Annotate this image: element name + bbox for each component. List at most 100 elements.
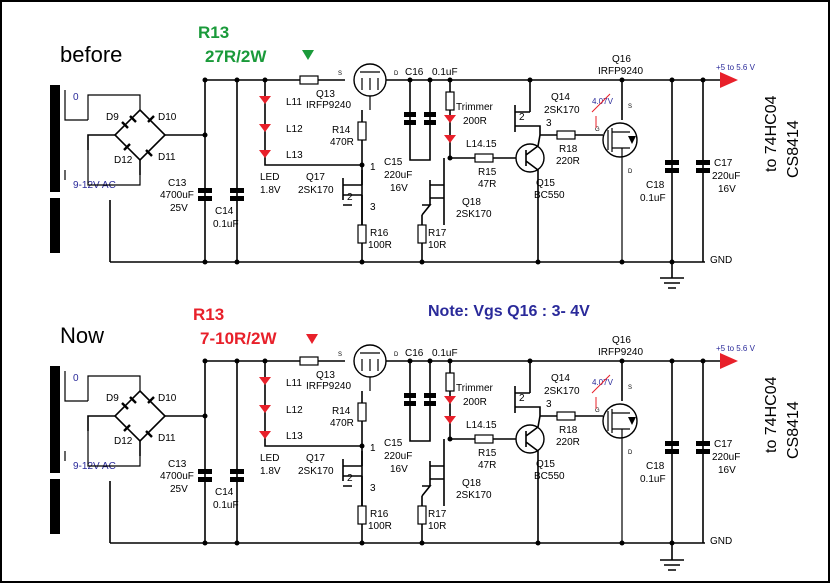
now-q14-pin2: 2: [519, 393, 525, 404]
before-l13-label: L13: [286, 150, 303, 161]
r14-resistor: [357, 121, 367, 141]
svg-text:S: S: [338, 352, 342, 358]
transformer-primary-bar: [50, 85, 60, 192]
before-d10-label: D10: [158, 112, 177, 123]
before-r15-label: R15: [478, 167, 497, 178]
r18-resistor: [556, 130, 576, 140]
now-c17-voltage: 16V: [718, 465, 736, 476]
now-r13-value: 7-10R/2W: [200, 329, 277, 348]
now-q17-type: 2SK170: [298, 466, 334, 477]
now-r17-label: R17: [428, 509, 447, 520]
now-d10-label: D10: [158, 393, 177, 404]
now-led-label: LED: [260, 453, 279, 464]
now-r18-label: R18: [559, 425, 578, 436]
now-q15-label: Q15: [536, 459, 555, 470]
before-c15-label: C15: [384, 157, 403, 168]
before-r17-value: 10R: [428, 240, 446, 251]
before-c13-value: 4700uF: [160, 190, 194, 201]
now-r13-title: R13: [193, 305, 224, 324]
before-c17-label: C17: [714, 158, 733, 169]
before-vout-label: +5 to 5.6 V: [716, 63, 756, 72]
output-arrow-icon: [720, 353, 738, 369]
before-c13-voltage: 25V: [170, 203, 188, 214]
now-q13-label: Q13: [316, 370, 335, 381]
before-r13-value: 27R/2W: [205, 47, 267, 66]
now-c15-voltage: 16V: [390, 464, 408, 475]
now-c15-value: 220uF: [384, 451, 412, 462]
r15-resistor: [474, 434, 494, 444]
now-r17-value: 10R: [428, 521, 446, 532]
before-q14-pin2: 2: [519, 112, 525, 123]
r16-resistor: [357, 224, 367, 244]
before-r16-value: 100R: [368, 240, 392, 251]
svg-text:S: S: [628, 104, 632, 110]
before-c13-label: C13: [168, 178, 187, 189]
now-r14-value: 470R: [330, 418, 354, 429]
now-trimmer-value: 200R: [463, 397, 487, 408]
now-destination-chip-label: CS8414: [785, 401, 802, 459]
ground-symbol-icon: [660, 543, 684, 571]
before-q16-type: IRFP9240: [598, 66, 643, 77]
panel-now: 0 9-12V AC D9 D10 D11 D12 C13 47: [50, 335, 802, 547]
r17-resistor: [417, 505, 427, 525]
before-q13-label: Q13: [316, 89, 335, 100]
now-q14-label: Q14: [551, 373, 570, 384]
r15-resistor: [474, 153, 494, 163]
before-destination-chip-label: CS8414: [785, 120, 802, 178]
now-q16-label: Q16: [612, 335, 631, 346]
before-led-label: LED: [260, 172, 279, 183]
now-r18-value: 220R: [556, 437, 580, 448]
before-c14-label: C14: [215, 206, 234, 217]
now-q16-type: IRFP9240: [598, 347, 643, 358]
now-r13-arrow-icon: [306, 334, 318, 344]
r13-resistor: [299, 75, 319, 85]
now-d9-label: D9: [106, 393, 119, 404]
output-arrow-icon: [720, 72, 738, 88]
before-q17-pin2: 2: [347, 192, 353, 203]
now-led-voltage: 1.8V: [260, 466, 281, 477]
before-q17-label: Q17: [306, 172, 325, 183]
before-r13-title: R13: [198, 23, 229, 42]
now-c14-value: 0.1uF: [213, 500, 239, 511]
transformer-primary-bar: [50, 366, 60, 473]
before-destination-label: to 74HC04: [763, 95, 780, 172]
now-c16-value: 0.1uF: [432, 348, 458, 359]
now-q17-pin2: 2: [347, 473, 353, 484]
svg-text:G: G: [595, 408, 600, 414]
q15-bjt: [515, 143, 545, 173]
before-q18-label: Q18: [462, 197, 481, 208]
before-q18-type: 2SK170: [456, 209, 492, 220]
now-q18-type: 2SK170: [456, 490, 492, 501]
trimmer-resistor: [445, 372, 455, 392]
r13-resistor: [299, 356, 319, 366]
svg-text:D: D: [394, 352, 399, 358]
now-r14-label: R14: [332, 406, 351, 417]
now-d12-label: D12: [114, 436, 133, 447]
r17-resistor: [417, 224, 427, 244]
now-c13-voltage: 25V: [170, 484, 188, 495]
svg-text:S: S: [628, 385, 632, 391]
ground-symbol-top-icon: [660, 262, 684, 289]
before-gnd-label: GND: [710, 255, 732, 266]
trimmer-resistor: [445, 91, 455, 111]
before-d12-label: D12: [114, 155, 133, 166]
before-c15-value: 220uF: [384, 170, 412, 181]
before-q15-type: BC550: [534, 190, 565, 201]
before-c17-voltage: 16V: [718, 184, 736, 195]
now-l13-label: L13: [286, 431, 303, 442]
now-vout-label: +5 to 5.6 V: [716, 344, 756, 353]
svg-text:S: S: [338, 71, 342, 77]
before-r18-value: 220R: [556, 156, 580, 167]
now-q13-type: IRFP9240: [306, 381, 351, 392]
now-trimmer-label: Trimmer: [456, 383, 494, 394]
svg-text:D: D: [394, 71, 399, 77]
before-d11-label: D11: [158, 152, 176, 163]
before-r16-label: R16: [370, 228, 389, 239]
now-q15-type: BC550: [534, 471, 565, 482]
before-c18-label: C18: [646, 180, 665, 191]
before-c18-value: 0.1uF: [640, 193, 666, 204]
before-r15-value: 47R: [478, 179, 496, 190]
before-q15-label: Q15: [536, 178, 555, 189]
panel-now-title: Now: [60, 323, 104, 348]
